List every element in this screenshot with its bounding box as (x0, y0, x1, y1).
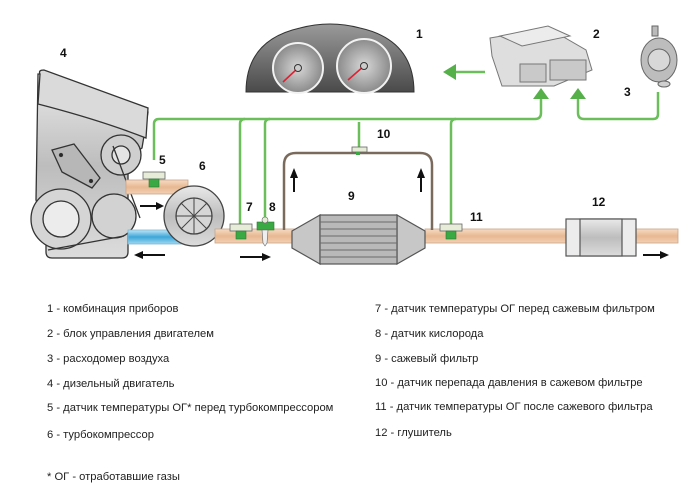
legend-item-9: 9 - сажевый фильтр (375, 353, 479, 365)
callout-numbers: 1 2 3 4 5 6 7 8 9 10 11 12 (60, 27, 631, 224)
sensor-7 (229, 223, 253, 240)
arrow-to-ecu-1 (533, 88, 549, 99)
legend-item-4: 4 - дизельный двигатель (47, 378, 175, 390)
flow-arrow-exit (643, 251, 669, 259)
flow-arrows (134, 168, 669, 261)
legend-item-12: 12 - глушитель (375, 427, 452, 439)
legend-item-7: 7 - датчик температуры ОГ перед сажевым … (375, 303, 655, 315)
flow-arrow-up-right (417, 168, 425, 192)
callout-4: 4 (60, 46, 67, 60)
exhaust-tailpipe (631, 228, 679, 244)
flow-arrow-to-filter (240, 253, 271, 261)
sensor-5 (142, 171, 166, 188)
sensor-8-oxygen (256, 216, 275, 247)
callout-11: 11 (470, 210, 483, 224)
legend-item-10: 10 - датчик перепада давления в сажевом … (375, 377, 643, 389)
callout-3: 3 (624, 85, 631, 99)
diesel-particulate-filter (291, 213, 426, 266)
sensor-11 (439, 223, 463, 240)
callout-5: 5 (159, 153, 166, 167)
wire-sensor-7 (238, 117, 246, 228)
wire-sensor-11 (449, 117, 457, 228)
legend-item-8: 8 - датчик кислорода (375, 328, 484, 340)
legend-item-1: 1 - комбинация приборов (47, 303, 179, 315)
exhaust-system-diagram: 1 2 3 4 5 6 7 8 9 10 11 12 (30, 23, 679, 266)
callout-12: 12 (592, 195, 606, 209)
callout-8: 8 (269, 200, 276, 214)
callout-2: 2 (593, 27, 600, 41)
legend-item-11: 11 - датчик температуры ОГ после сажевог… (375, 401, 653, 413)
arrow-to-ecu-2 (570, 88, 586, 99)
wire-airflow-meter (576, 92, 660, 121)
callout-10: 10 (377, 127, 391, 141)
exhaust-pipe-pre-filter (214, 228, 296, 244)
main-signal-bus (152, 98, 543, 160)
muffler (565, 218, 637, 257)
engine-control-unit (489, 25, 593, 87)
legend-footnote: * ОГ - отработавшие газы (47, 471, 180, 483)
callout-7: 7 (246, 200, 253, 214)
signal-wiring (152, 70, 660, 228)
sensor-10-pressure (351, 146, 368, 155)
flow-arrow-intake-return (134, 251, 165, 259)
callout-1: 1 (416, 27, 423, 41)
flow-arrow-to-turbo (140, 202, 164, 210)
turbocharger (163, 185, 225, 247)
arrow-to-cluster (443, 64, 456, 80)
legend-item-6: 6 - турбокомпрессор (47, 429, 154, 441)
air-flow-meter (640, 25, 678, 88)
wire-sensor-8 (263, 117, 271, 226)
callout-6: 6 (199, 159, 206, 173)
diesel-engine (30, 69, 149, 259)
callout-9: 9 (348, 189, 355, 203)
flow-arrow-up-left (290, 168, 298, 192)
legend-item-2: 2 - блок управления двигателем (47, 328, 214, 340)
legend-item-5: 5 - датчик температуры ОГ* перед турбоко… (47, 402, 334, 414)
speedometer-dial (336, 38, 392, 94)
instrument-cluster (245, 23, 415, 94)
legend-item-3: 3 - расходомер воздуха (47, 353, 170, 365)
tachometer-dial (272, 42, 324, 94)
